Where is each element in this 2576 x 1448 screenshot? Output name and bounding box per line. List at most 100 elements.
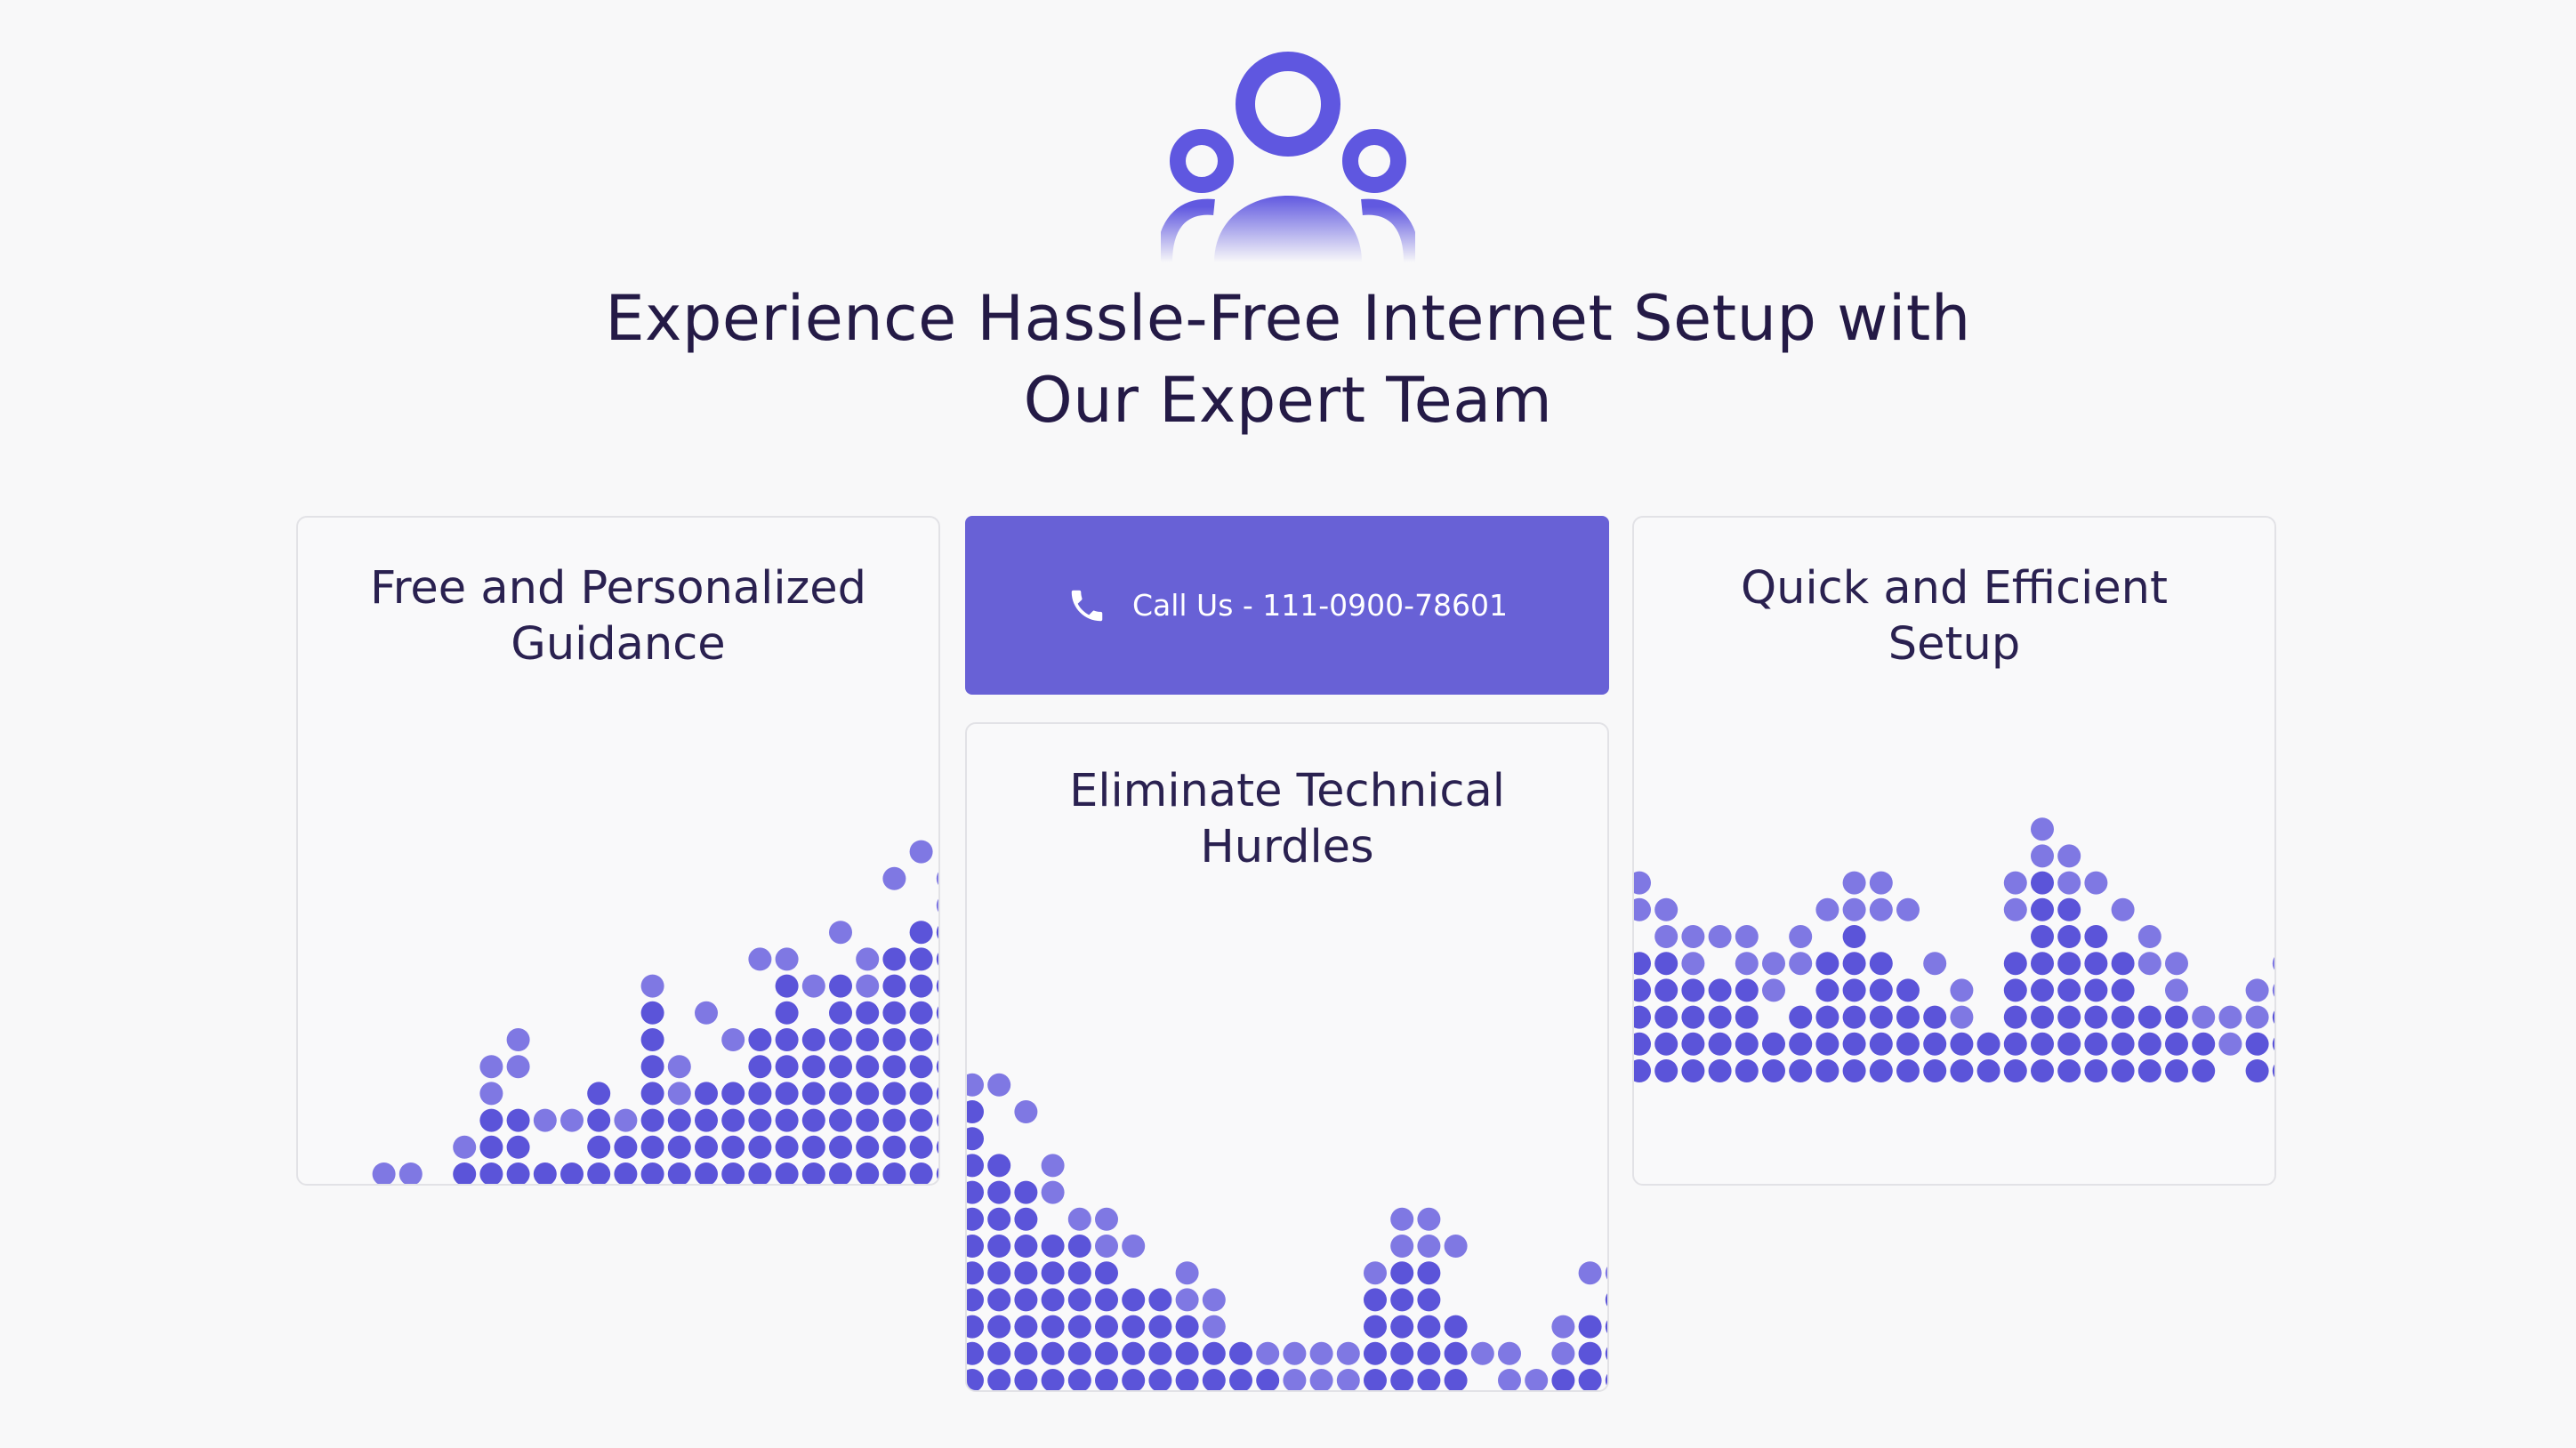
decorative-dot xyxy=(987,1261,1011,1285)
decorative-dot xyxy=(829,1162,852,1184)
decorative-dot xyxy=(533,1108,557,1132)
decorative-dot xyxy=(1815,1005,1839,1029)
decorative-dot xyxy=(1095,1261,1118,1285)
decorative-dot xyxy=(856,1055,880,1079)
decorative-dot xyxy=(775,1001,799,1025)
decorative-dot xyxy=(829,1108,852,1132)
decorative-dot xyxy=(2137,925,2161,948)
decorative-dot xyxy=(909,1055,933,1079)
decorative-dot xyxy=(1067,1369,1091,1390)
dot-pattern-decoration xyxy=(372,840,938,1184)
decorative-dot xyxy=(2057,1059,2081,1082)
decorative-dot xyxy=(1896,1032,1920,1056)
decorative-dot xyxy=(1067,1341,1091,1365)
decorative-dot xyxy=(1202,1288,1226,1312)
decorative-dot xyxy=(775,1135,799,1159)
decorative-dot xyxy=(748,1108,772,1132)
decorative-dot xyxy=(2084,1005,2108,1029)
decorative-dot xyxy=(1444,1369,1468,1390)
decorative-dot xyxy=(936,1140,938,1154)
decorative-dot xyxy=(1122,1235,1146,1258)
decorative-dot xyxy=(1578,1261,1602,1285)
decorative-dot xyxy=(909,1028,933,1051)
decorative-dot xyxy=(1067,1207,1091,1231)
decorative-dot xyxy=(640,1055,664,1079)
decorative-dot xyxy=(533,1162,557,1184)
decorative-dot xyxy=(1148,1369,1172,1390)
decorative-dot xyxy=(1014,1207,1038,1231)
decorative-dot xyxy=(1175,1261,1199,1285)
decorative-dot xyxy=(1095,1341,1118,1365)
decorative-dot xyxy=(1634,871,1651,895)
decorative-dot xyxy=(2084,925,2108,948)
decorative-dot xyxy=(1095,1207,1118,1231)
decorative-dot xyxy=(856,974,880,998)
decorative-dot xyxy=(2031,952,2054,976)
decorative-dot xyxy=(721,1082,745,1106)
decorative-dot xyxy=(1842,978,1866,1002)
decorative-dot xyxy=(2192,1032,2216,1056)
decorative-dot xyxy=(909,921,933,945)
decorative-dot xyxy=(2057,978,2081,1002)
decorative-dot xyxy=(2003,952,2027,976)
decorative-dot xyxy=(1708,1032,1732,1056)
decorative-dot xyxy=(801,1162,825,1184)
decorative-dot xyxy=(1789,1032,1813,1056)
decorative-dot xyxy=(1923,1059,1947,1082)
decorative-dot xyxy=(856,947,880,971)
decorative-dot xyxy=(479,1055,503,1079)
decorative-dot xyxy=(1551,1341,1575,1365)
decorative-dot xyxy=(967,1315,984,1339)
decorative-dot xyxy=(695,1162,718,1184)
call-us-label: Call Us - 111-0900-78601 xyxy=(1131,588,1509,623)
decorative-dot xyxy=(1634,1032,1651,1056)
decorative-dot xyxy=(695,1082,718,1106)
decorative-dot xyxy=(2165,978,2188,1002)
decorative-dot xyxy=(1041,1180,1065,1204)
decorative-dot xyxy=(1681,1059,1705,1082)
decorative-dot xyxy=(1122,1369,1146,1390)
decorative-dot xyxy=(2057,925,2081,948)
decorative-dot xyxy=(1551,1315,1575,1339)
decorative-dot xyxy=(1283,1369,1307,1390)
decorative-dot xyxy=(967,1180,984,1204)
decorative-dot xyxy=(1014,1288,1038,1312)
decorative-dot xyxy=(1605,1373,1607,1388)
decorative-dot xyxy=(1896,897,1920,921)
decorative-dot xyxy=(721,1108,745,1132)
decorative-dot xyxy=(614,1162,638,1184)
decorative-dot xyxy=(882,1001,906,1025)
decorative-dot xyxy=(2137,1032,2161,1056)
decorative-dot xyxy=(1364,1261,1387,1285)
decorative-dot xyxy=(1498,1341,1521,1365)
decorative-dot xyxy=(1095,1235,1118,1258)
decorative-dot xyxy=(560,1108,584,1132)
decorative-dot xyxy=(640,1135,664,1159)
decorative-dot xyxy=(2057,844,2081,868)
decorative-dot xyxy=(398,1162,423,1184)
feature-card-title: Quick and Efficient Setup xyxy=(1740,562,2169,671)
decorative-dot xyxy=(479,1162,503,1184)
decorative-dot xyxy=(1842,925,1866,948)
decorative-dot xyxy=(748,1055,772,1079)
decorative-dot xyxy=(2031,1032,2054,1056)
call-us-button[interactable]: Call Us - 111-0900-78601 xyxy=(965,516,1609,695)
decorative-dot xyxy=(936,1059,938,1074)
decorative-dot xyxy=(1735,1005,1759,1029)
decorative-dot xyxy=(936,979,938,993)
decorative-dot xyxy=(1175,1369,1199,1390)
decorative-dot xyxy=(1735,978,1759,1002)
decorative-dot xyxy=(1417,1315,1441,1339)
decorative-dot xyxy=(775,1028,799,1051)
decorative-dot xyxy=(882,1082,906,1106)
decorative-dot xyxy=(1762,1032,1785,1056)
decorative-dot xyxy=(936,1114,938,1127)
decorative-dot xyxy=(1041,1288,1065,1312)
decorative-dot xyxy=(748,947,772,971)
decorative-dot xyxy=(775,1108,799,1132)
decorative-dot xyxy=(1148,1341,1172,1365)
decorative-dot xyxy=(856,1135,880,1159)
decorative-dot xyxy=(2084,978,2108,1002)
decorative-dot xyxy=(909,1108,933,1132)
decorative-dot xyxy=(1605,1347,1607,1361)
